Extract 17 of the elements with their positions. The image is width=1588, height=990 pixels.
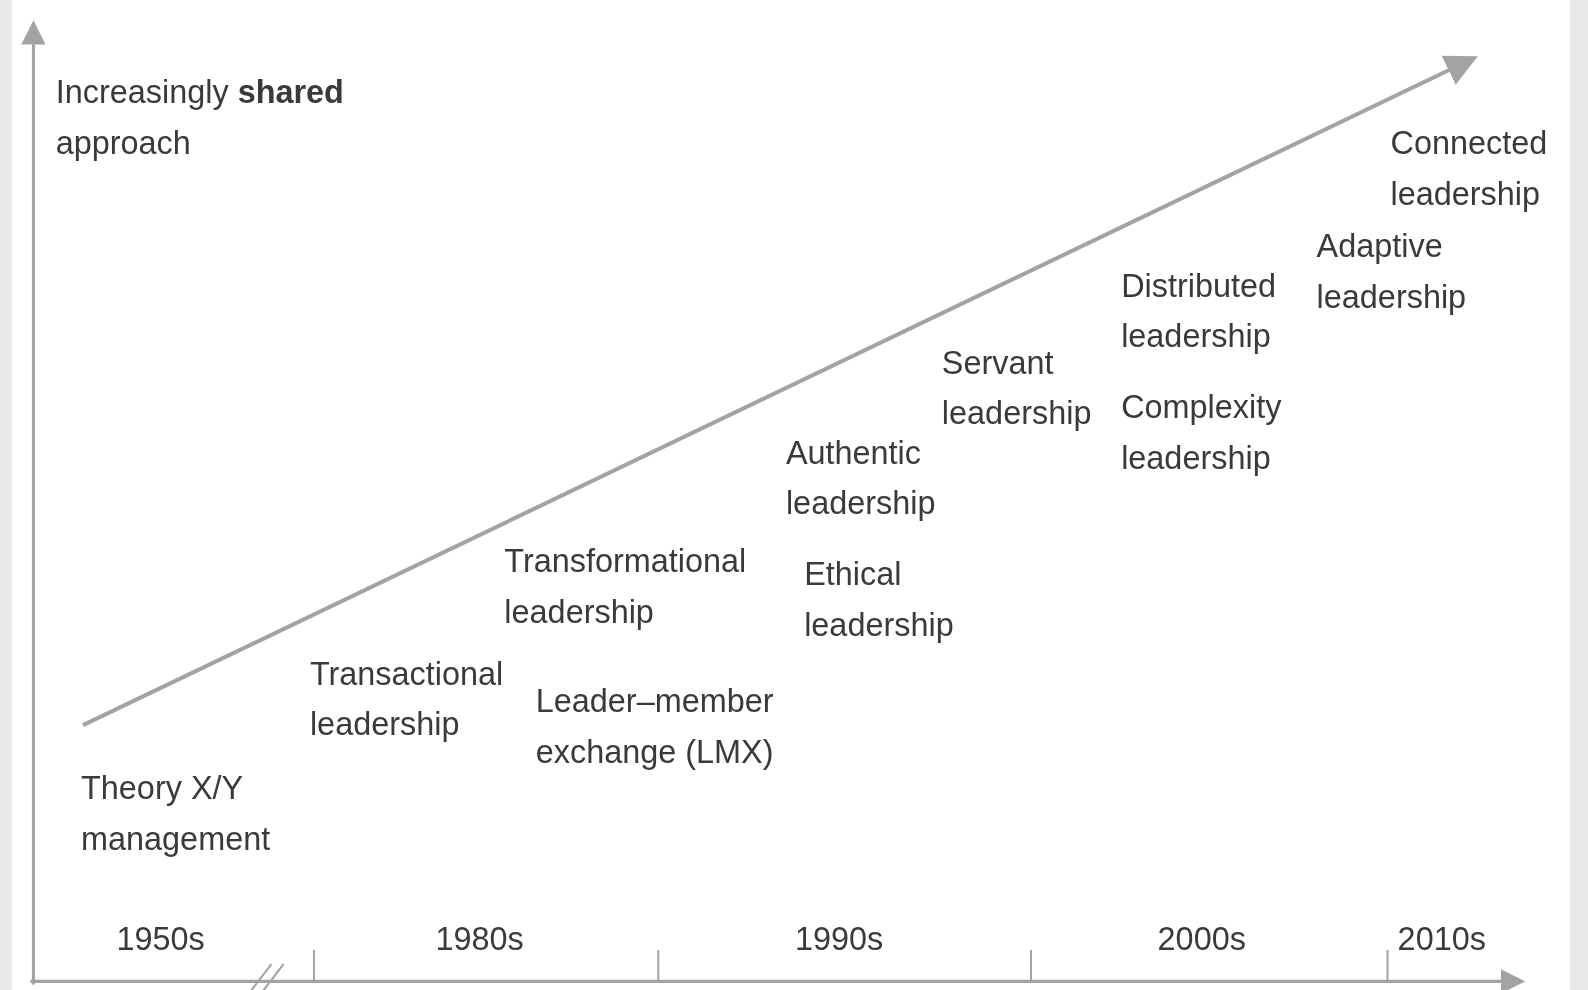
approach-label: Theory X/Y management (81, 768, 272, 859)
approach-label: Authentic leadership (785, 433, 937, 524)
approach-label: Distributed leadership (1121, 266, 1278, 357)
approach-label: Transactional leadership (309, 654, 505, 745)
approach-label: Adaptive leadership (1316, 226, 1468, 317)
axis-title: Increasingly shared approach (55, 72, 345, 164)
approach-label: Transformational leadership (504, 541, 748, 632)
approach-label: Complexity leadership (1121, 387, 1283, 478)
approach-label: Leader–member exchange (LMX) (535, 681, 775, 772)
approach-label: Servant leadership (941, 343, 1093, 434)
decade-label: 2010s (1397, 919, 1486, 960)
decade-label: 1990s (795, 919, 884, 960)
decade-label: 1980s (435, 919, 524, 960)
approach-label: Ethical leadership (804, 555, 955, 646)
approach-label: Connected leadership (1390, 123, 1549, 214)
decade-label: 1950s (116, 919, 205, 960)
decade-label: 2000s (1157, 919, 1246, 960)
